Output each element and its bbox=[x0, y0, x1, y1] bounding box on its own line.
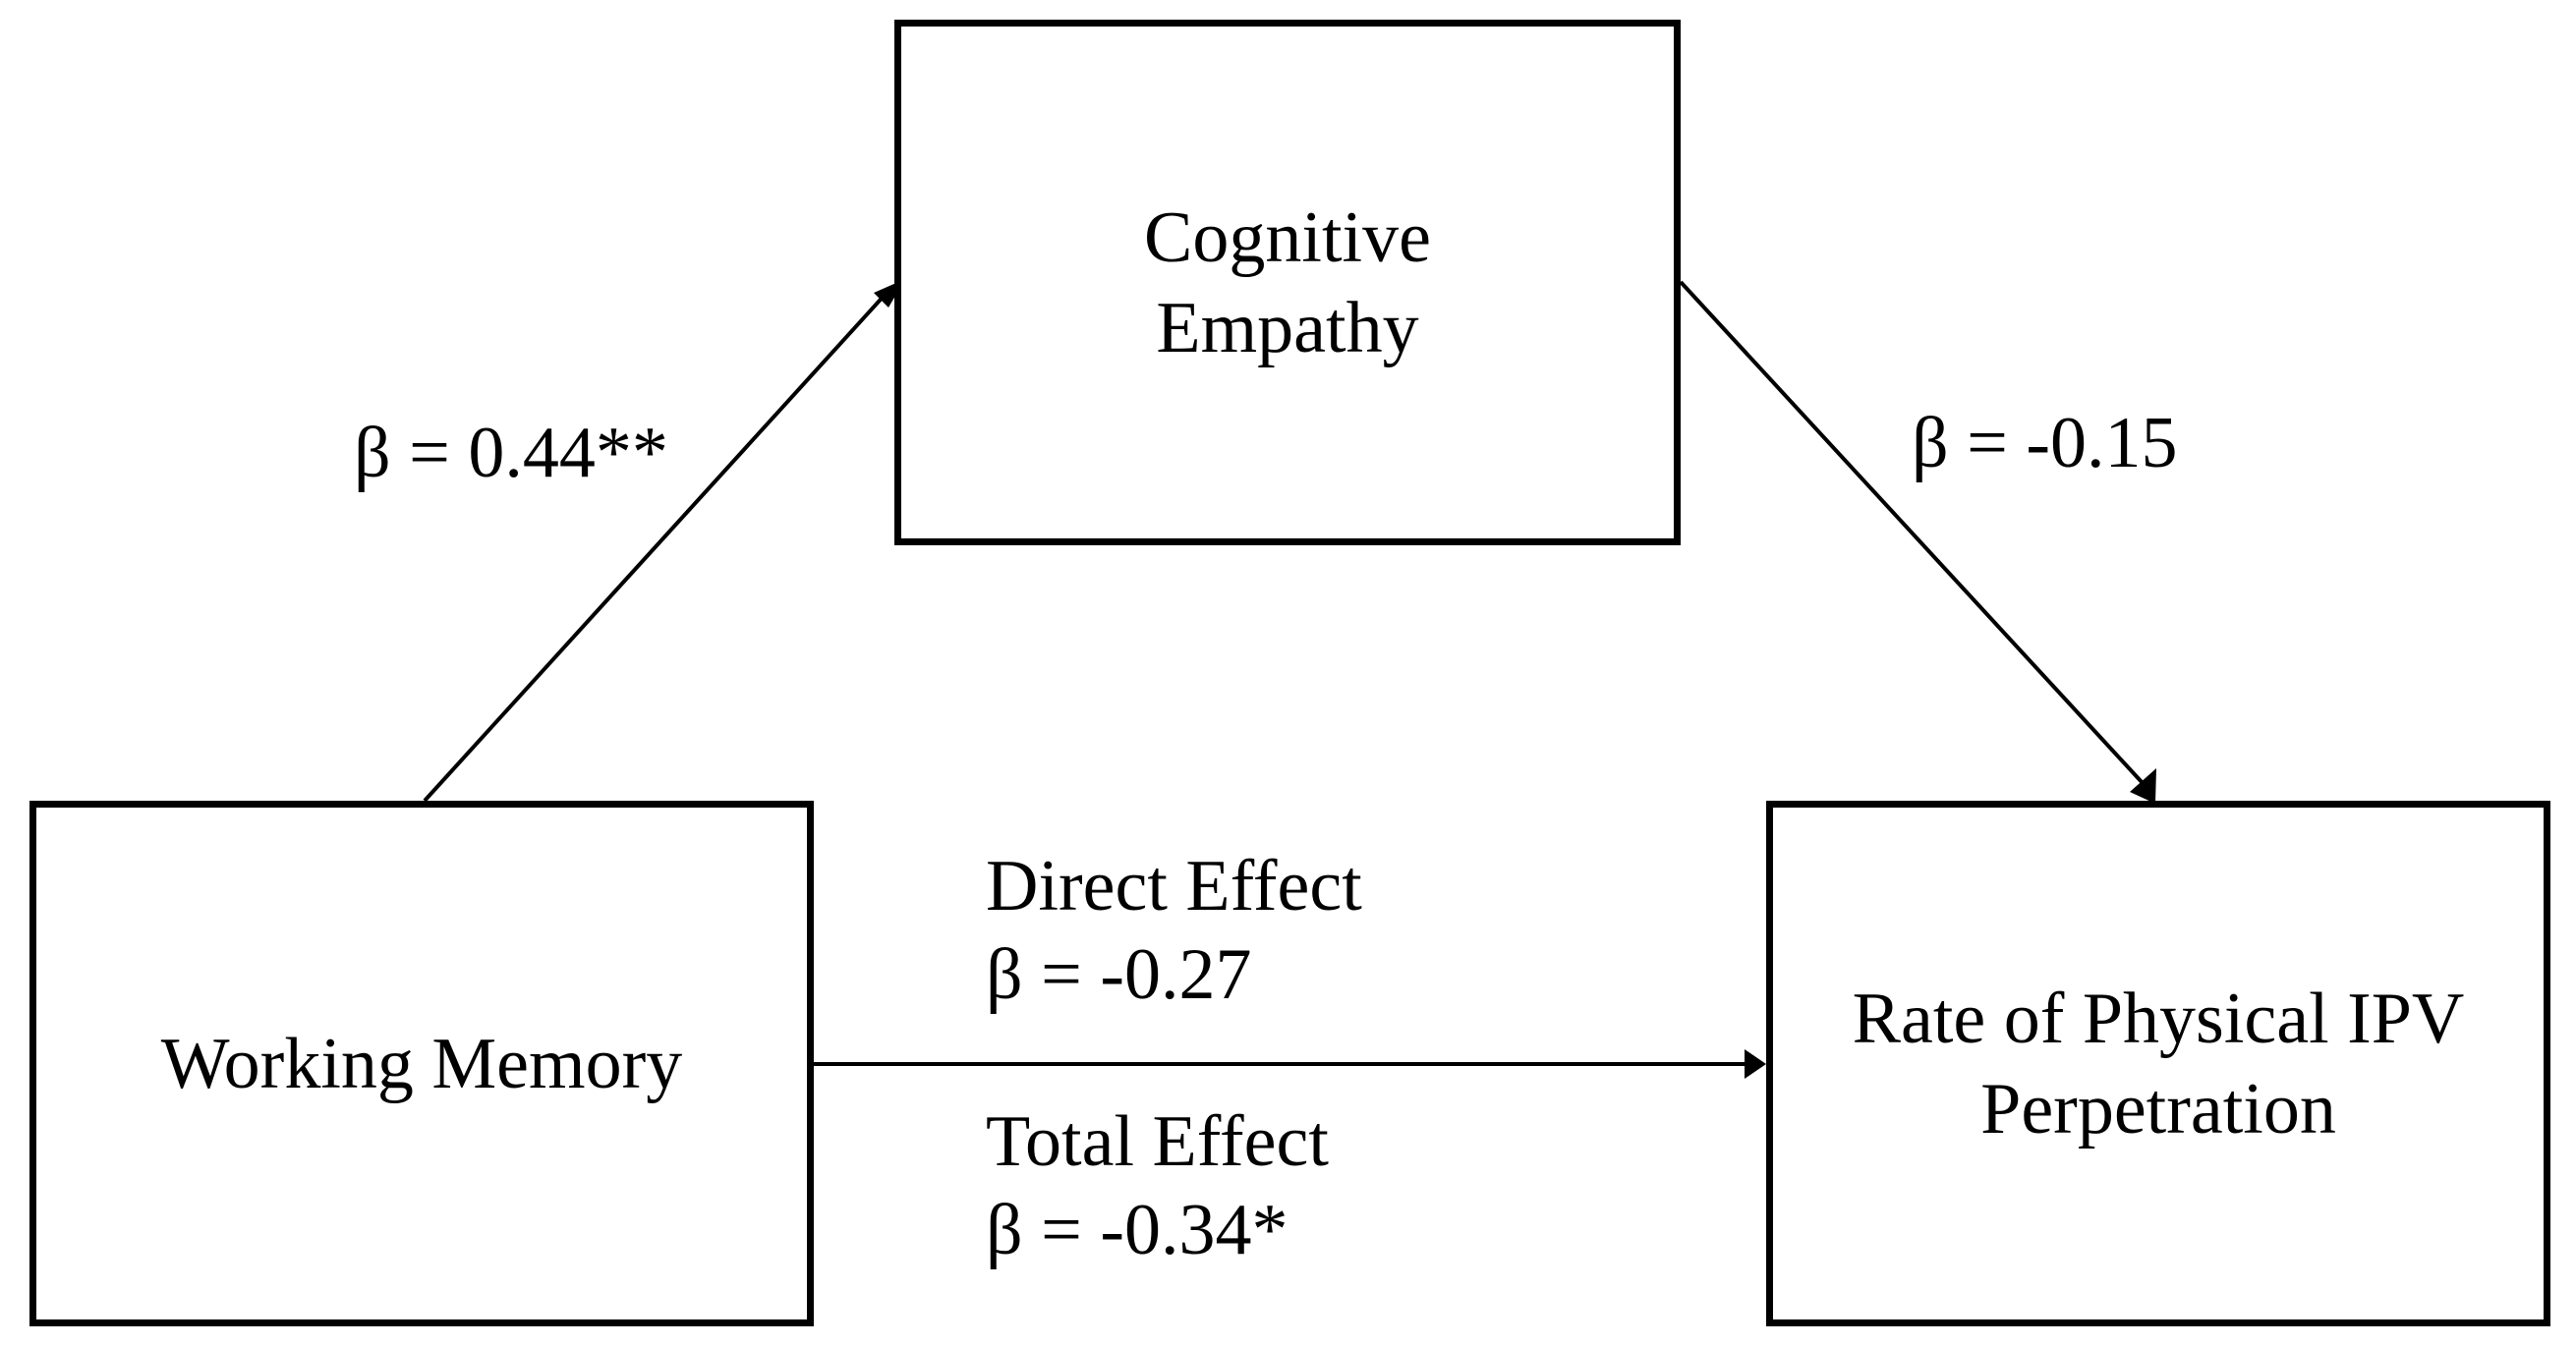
mediator-box-cognitive-empathy: Cognitive Empathy bbox=[894, 20, 1681, 545]
path-b-arrowhead bbox=[2130, 768, 2156, 804]
outcome-label-line2: Perpetration bbox=[1980, 1068, 2336, 1150]
path-a-coefficient: β = 0.44** bbox=[354, 413, 668, 493]
direct-effect-coefficient: β = -0.27 bbox=[986, 934, 1252, 1015]
predictor-label: Working Memory bbox=[160, 1023, 683, 1104]
outcome-label-line1: Rate of Physical IPV bbox=[1852, 978, 2465, 1059]
outcome-box-physical-ipv: Rate of Physical IPV Perpetration bbox=[1766, 801, 2550, 1326]
mediator-label: Cognitive Empathy bbox=[1144, 193, 1431, 373]
direct-effect-title: Direct Effect bbox=[986, 846, 1362, 926]
path-a-arrow-line bbox=[423, 290, 889, 803]
total-effect-coefficient: β = -0.34* bbox=[986, 1190, 1288, 1270]
predictor-box-working-memory: Working Memory bbox=[29, 801, 814, 1326]
path-c-arrowhead bbox=[1745, 1049, 1766, 1079]
outcome-label: Rate of Physical IPV Perpetration bbox=[1853, 974, 2465, 1154]
path-b-arrow-line bbox=[1679, 280, 2145, 785]
total-effect-title: Total Effect bbox=[986, 1101, 1329, 1182]
path-b-coefficient: β = -0.15 bbox=[1912, 403, 2178, 483]
mediator-label-line1: Cognitive bbox=[1144, 196, 1431, 278]
mediator-label-line2: Empathy bbox=[1156, 287, 1419, 368]
